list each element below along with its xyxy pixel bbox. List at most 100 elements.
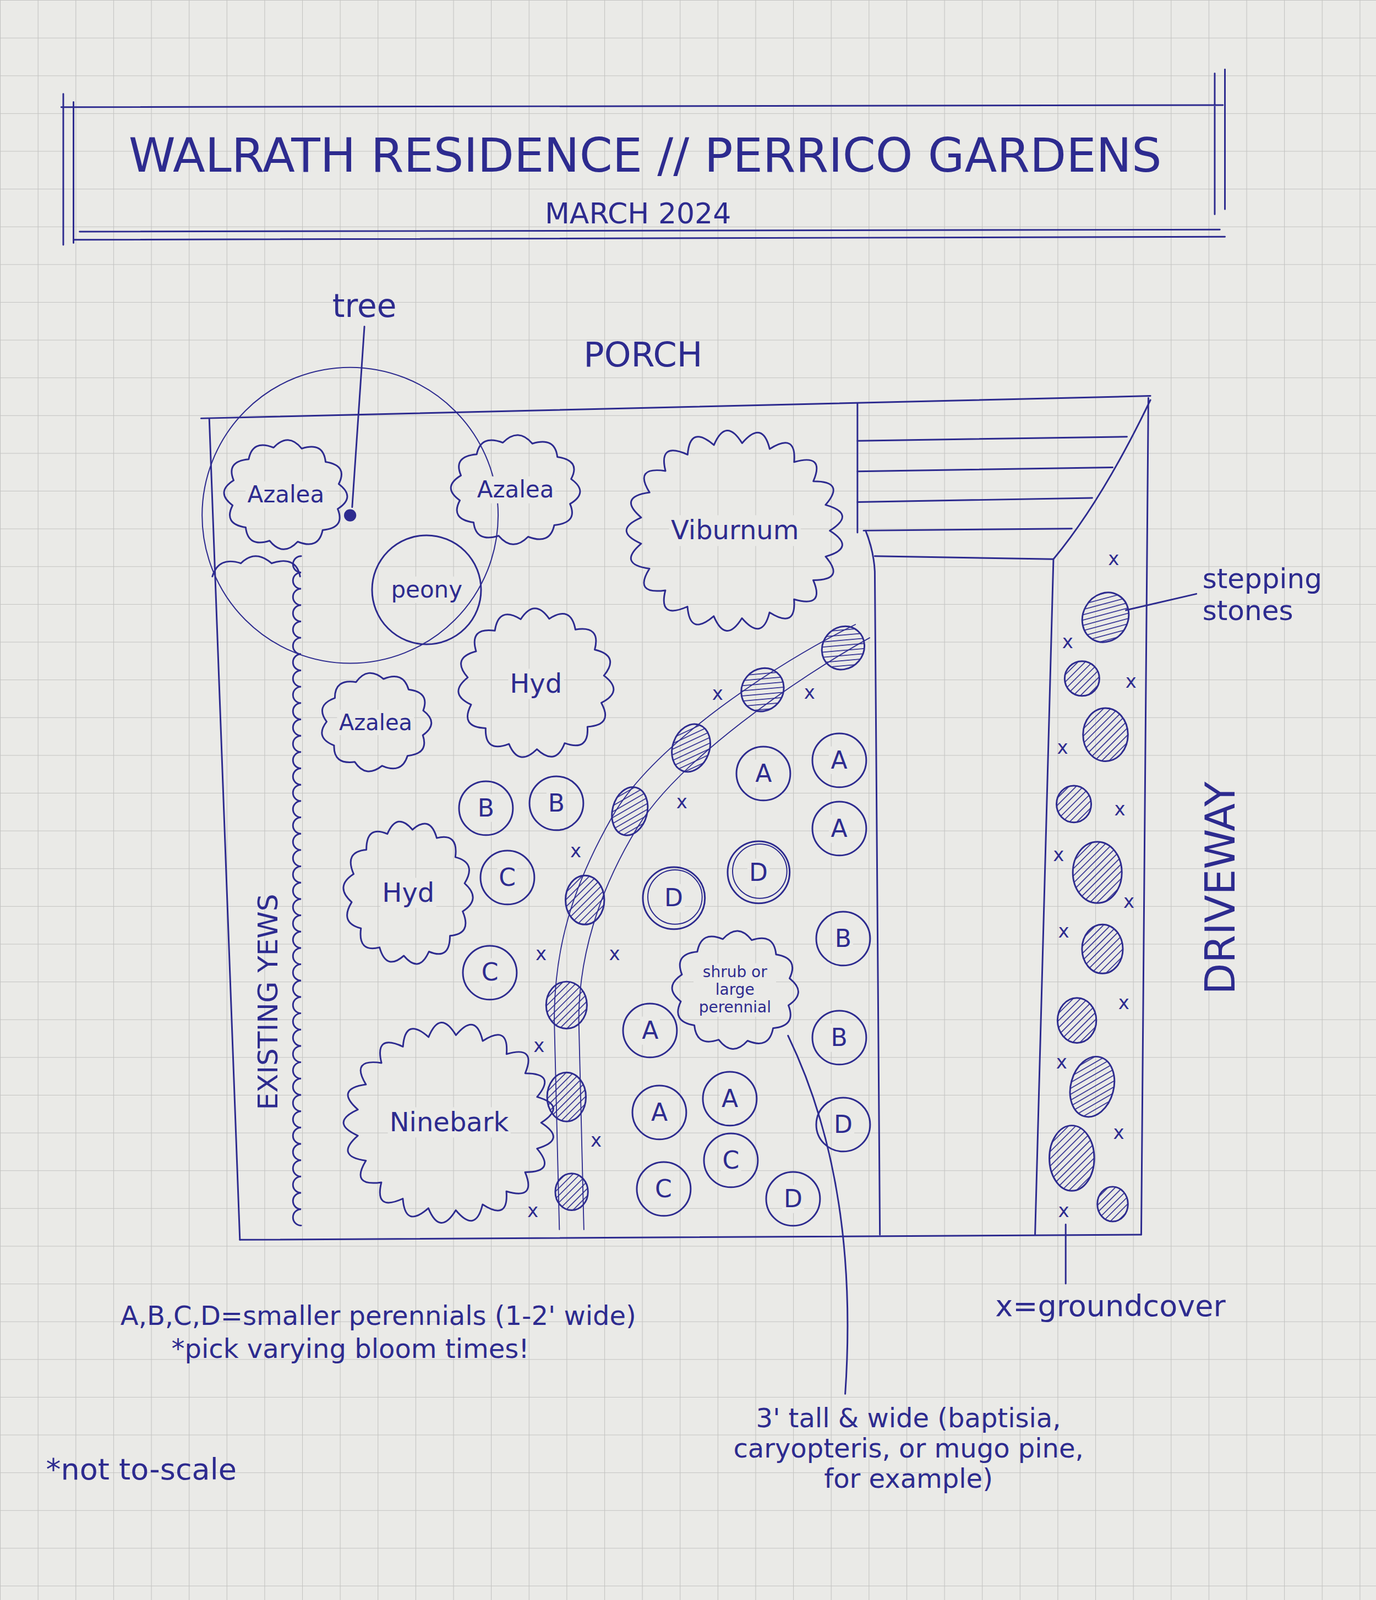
plant-circle: B bbox=[527, 774, 586, 833]
plant-label: D bbox=[832, 1110, 855, 1139]
stepping-stone bbox=[606, 783, 653, 840]
stepping-stone bbox=[1083, 708, 1129, 762]
plant-circle: A bbox=[734, 745, 793, 803]
callout-note: 3' tall & wide (baptisia, caryopteris, o… bbox=[716, 1403, 1102, 1495]
leader-line bbox=[1126, 593, 1197, 611]
shrub-cloud bbox=[450, 435, 581, 545]
stepping-stone bbox=[547, 1072, 586, 1122]
shrub-outline: Hyd bbox=[456, 607, 616, 761]
plant-circle: D bbox=[814, 1096, 872, 1154]
plant-circle: B bbox=[810, 1009, 868, 1067]
groundcover-mark: x bbox=[1052, 844, 1064, 867]
plant-label: Ninebark bbox=[388, 1107, 511, 1138]
plant-label: A bbox=[753, 759, 774, 788]
leader-line bbox=[1065, 1225, 1067, 1285]
stepping-stone bbox=[1056, 785, 1092, 823]
plant-circle: C bbox=[702, 1132, 760, 1190]
yew-hedge bbox=[292, 556, 302, 1227]
plant-circle: B bbox=[814, 910, 872, 968]
plant-ring bbox=[816, 912, 871, 966]
plant-label: A bbox=[719, 1085, 740, 1114]
plant-ring bbox=[703, 1133, 758, 1188]
stepping-stone bbox=[1049, 1126, 1095, 1192]
plant-ring bbox=[812, 1011, 867, 1066]
path-line bbox=[554, 624, 856, 1231]
stepping-stone bbox=[1073, 583, 1138, 651]
groundcover-mark: x bbox=[1057, 921, 1069, 943]
shrub-cloud bbox=[672, 931, 799, 1050]
groundcover-mark: x bbox=[1114, 798, 1126, 821]
shrub-outline: shrub or large perennial bbox=[670, 929, 801, 1051]
path-edge bbox=[1140, 397, 1149, 1236]
stepping-stone bbox=[732, 659, 793, 721]
plant-ring bbox=[702, 1072, 757, 1127]
plant-label: D bbox=[747, 858, 770, 887]
groundcover-mark: x bbox=[608, 943, 620, 966]
plant-circle: A bbox=[701, 1070, 759, 1128]
plan-label: stepping stones bbox=[1202, 563, 1346, 627]
plant-label: A bbox=[828, 746, 849, 775]
groundcover-mark: x bbox=[527, 1200, 539, 1223]
plant-label: C bbox=[653, 1175, 674, 1204]
plant-label: shrub or large perennial bbox=[693, 963, 777, 1018]
plant-label: B bbox=[546, 789, 567, 818]
groundcover-mark: x bbox=[1057, 737, 1069, 760]
plant-ring bbox=[816, 1098, 871, 1152]
plant-label: C bbox=[479, 958, 501, 987]
plant-ring bbox=[732, 844, 788, 899]
title-text: WALRATH RESIDENCE // PERRICO GARDENS bbox=[128, 127, 1162, 183]
groundcover-mark: x bbox=[1062, 631, 1074, 653]
groundcover-mark: x bbox=[1123, 891, 1135, 914]
plant-circle: A bbox=[810, 732, 868, 790]
plant-ring bbox=[642, 867, 706, 930]
plant-ring bbox=[529, 776, 584, 831]
plant-circle: D bbox=[641, 865, 707, 932]
plant-label: C bbox=[497, 864, 518, 893]
groundcover-mark: x bbox=[535, 943, 547, 966]
leader-line bbox=[788, 1035, 848, 1395]
shrub-cloud bbox=[458, 608, 614, 758]
plan-label: tree bbox=[332, 287, 397, 325]
plant-ring bbox=[459, 781, 513, 836]
groundcover-mark: x bbox=[676, 791, 688, 813]
plant-label: Viburnum bbox=[669, 515, 801, 546]
legend-note: x=groundcover bbox=[995, 1289, 1226, 1324]
groundcover-mark: x bbox=[570, 840, 582, 862]
title-frame bbox=[61, 69, 1225, 245]
plant-label: C bbox=[721, 1146, 742, 1175]
stepping-stone bbox=[1057, 998, 1096, 1044]
yew-hedge bbox=[212, 556, 300, 577]
stepping-stone bbox=[555, 1174, 588, 1211]
plant-label: Azalea bbox=[337, 710, 414, 736]
stepping-stone bbox=[665, 718, 717, 778]
plant-label: B bbox=[828, 1024, 849, 1053]
plant-label: Azalea bbox=[475, 476, 556, 504]
stepping-stone bbox=[1063, 1051, 1121, 1123]
stepping-stone bbox=[1082, 924, 1123, 974]
stepping-stone bbox=[565, 875, 604, 925]
plant-circle: A bbox=[630, 1084, 688, 1142]
plant-ring bbox=[812, 733, 867, 788]
shrub-outline: Azalea bbox=[449, 433, 582, 546]
legend-note: *pick varying bloom times! bbox=[171, 1334, 530, 1365]
plant-label: peony bbox=[389, 576, 464, 604]
stepping-stone bbox=[545, 981, 587, 1029]
porch-step bbox=[857, 437, 1128, 532]
bed-edge bbox=[874, 556, 1054, 560]
shrub-cloud bbox=[321, 673, 431, 773]
bed-edge bbox=[200, 396, 1151, 419]
bed-edge bbox=[865, 530, 881, 1236]
plant-ring bbox=[727, 841, 790, 904]
plant-ring bbox=[623, 1003, 677, 1058]
plant-circle: A bbox=[621, 1002, 679, 1060]
plant-circle: C bbox=[461, 944, 519, 1002]
plant-ring bbox=[647, 870, 703, 925]
plant-label: A bbox=[649, 1098, 670, 1127]
plant-label: B bbox=[476, 794, 496, 823]
plant-ring bbox=[736, 746, 791, 801]
groundcover-mark: x bbox=[1057, 1200, 1069, 1223]
shrub-outline: Hyd bbox=[341, 819, 475, 967]
shrub-cloud bbox=[343, 1022, 554, 1223]
plant-label: B bbox=[833, 925, 854, 954]
